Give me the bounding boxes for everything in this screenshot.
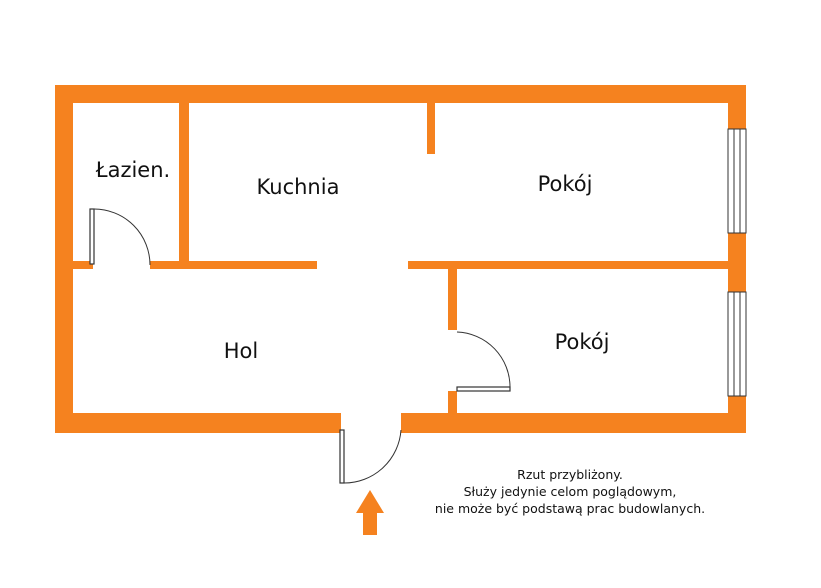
wall-bathroom-stub: [73, 261, 93, 269]
window-room-1: [727, 128, 747, 234]
label-room-1: Pokój: [538, 172, 593, 196]
door-bathroom: [89, 208, 151, 266]
walls: [55, 85, 746, 433]
doors: [89, 208, 511, 484]
label-room-2: Pokój: [555, 330, 610, 354]
wall-bottom-left: [55, 413, 341, 433]
disclaimer-note: Rzut przybliżony. Służy jedynie celom po…: [400, 466, 740, 517]
wall-bottom-right: [401, 413, 746, 433]
note-line-2: Służy jedynie celom poglądowym,: [463, 484, 677, 499]
door-room-2: [456, 331, 511, 392]
wall-top: [55, 85, 746, 103]
arrow-up-icon: [356, 490, 384, 535]
note-line-1: Rzut przybliżony.: [517, 467, 623, 482]
windows: [727, 128, 747, 397]
note-line-3: nie może być podstawą prac budowlanych.: [434, 501, 706, 516]
wall-bathroom-kitchen: [179, 103, 189, 269]
wall-kitchen-room-stub: [427, 103, 435, 154]
label-bathroom: Łazien.: [95, 158, 170, 182]
wall-hall-kitchen: [150, 261, 317, 269]
wall-hall-room2-upper: [448, 261, 457, 330]
label-kitchen: Kuchnia: [257, 175, 340, 199]
wall-hall-room2-lower: [448, 391, 457, 413]
room-labels: Łazien. Kuchnia Pokój Pokój Hol: [95, 158, 610, 363]
wall-left: [55, 85, 73, 433]
door-entrance: [339, 429, 402, 484]
wall-room1-room2: [408, 261, 728, 269]
label-hall: Hol: [224, 339, 258, 363]
window-room-2: [727, 291, 747, 397]
